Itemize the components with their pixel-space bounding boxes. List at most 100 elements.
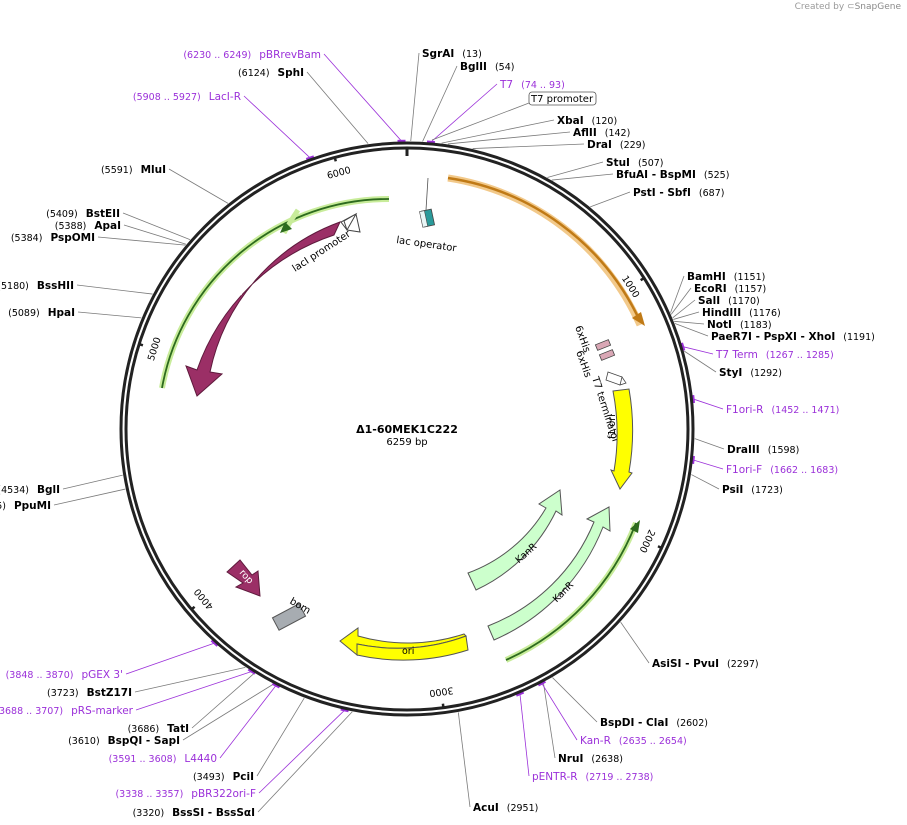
restriction-site[interactable]: BfuAI - BspMI(525) [616,169,729,181]
restriction-site[interactable]: SphI(6124) [238,67,304,79]
primer-site[interactable]: F1ori-R(1452 .. 1471) [726,404,839,416]
primer-name: F1ori-F [726,464,762,476]
enzyme-name: PsiI [722,484,743,496]
primer-range: (3591 .. 3608) [109,754,177,765]
restriction-site[interactable]: BssHII(5180) [0,280,74,292]
primer-site[interactable]: L4440(3591 .. 3608) [109,753,217,765]
enzyme-position: (4534) [0,485,29,496]
restriction-site[interactable]: XbaI(120) [557,115,617,127]
feature-insert-arrow[interactable] [447,176,640,318]
restriction-site[interactable]: TatI(3686) [128,723,189,735]
primer-range: (3848 .. 3870) [6,670,74,681]
restriction-site[interactable]: BspQI - SapI (3610) [68,735,180,747]
enzyme-name: PciI [233,771,254,783]
feature-kanr-arrow-1[interactable] [467,489,563,591]
primer-mark [210,639,219,647]
restriction-site[interactable]: BspDI - ClaI(2602) [600,717,708,729]
enzyme-name: BspQI - SapI [108,735,180,747]
restriction-site[interactable]: NotI(1183) [707,319,772,331]
primer-site[interactable]: LacI-R(5908 .. 5927) [133,91,241,103]
primer-name: Kan-R [580,735,611,747]
primer-site[interactable]: pGEX 3'(3848 .. 3870) [6,669,123,681]
primer-site[interactable]: pBRrevBam(6230 .. 6249) [183,49,321,61]
restriction-site[interactable]: BamHI(1151) [687,271,765,283]
primer-site[interactable]: Kan-R(2635 .. 2654) [580,735,687,747]
tick-mark-4000 [189,605,196,611]
primer-site[interactable]: T7(74 .. 93) [499,79,565,91]
restriction-site[interactable]: BstEII(5409) [46,208,120,220]
enzyme-position: (1191) [843,332,875,343]
leader-line [682,346,714,355]
enzyme-name: BssSI - BssSαI [172,807,255,819]
enzyme-name: AflII [573,127,597,139]
feature-kanr-outer-line [505,522,637,661]
feature-bom-box[interactable] [271,603,307,631]
enzyme-position: (3610) [68,736,100,747]
restriction-site[interactable]: MluI(5591) [101,164,166,176]
feature-laci-arrow[interactable] [185,221,341,397]
primer-range: (1267 .. 1285) [766,350,834,361]
leader-line [257,711,353,813]
primer-mark [537,680,546,687]
primer-site[interactable]: pBR322ori-F(3338 .. 3357) [115,788,256,800]
feature-rop-arrow[interactable] [226,559,261,597]
primer-range: (5908 .. 5927) [133,92,201,103]
enzyme-position: (5388) [55,221,87,232]
primer-site[interactable]: T7 Term(1267 .. 1285) [715,349,834,361]
restriction-site[interactable]: DraI(229) [587,139,645,151]
enzyme-name: DraI [587,139,612,151]
restriction-site[interactable]: HindIII(1176) [702,307,781,319]
restriction-site[interactable]: StuI(507) [606,157,664,169]
restriction-site[interactable]: BstZ17I(3723) [47,687,132,699]
primer-range: (2719 .. 2738) [586,772,654,783]
enzyme-name: SalI [698,295,720,307]
restriction-site[interactable]: DraIII (1598) [727,444,799,456]
leader-line [258,709,345,794]
restriction-site[interactable]: PciI(3493) [193,771,254,783]
primer-site[interactable]: pRS-marker(3688 .. 3707) [0,705,134,717]
enzyme-name: BglII [460,61,487,73]
restriction-site[interactable]: NruI(2638) [558,753,623,765]
restriction-site[interactable]: PstI - SbfI(687) [633,187,724,199]
restriction-site[interactable]: PaeR7I - PspXI - XhoI(1191) [711,331,875,343]
enzyme-position: (1723) [751,485,783,496]
restriction-site[interactable]: ApaI(5388) [55,220,121,232]
primer-site[interactable]: F1ori-F(1662 .. 1683) [726,464,838,476]
feature-6xhis-tag-1[interactable] [594,339,612,351]
restriction-site[interactable]: PsiI (1723) [722,484,783,496]
enzyme-name: AcuI [473,802,499,814]
leader-line [674,323,709,337]
t7-promoter-box[interactable] [528,91,597,106]
enzyme-position: (6124) [238,68,270,79]
restriction-site[interactable]: SgrAI(13) [422,48,482,60]
restriction-site[interactable]: AflII(142) [573,127,630,139]
enzyme-position: (1598) [768,445,800,456]
feature-laci-promoter-arrow[interactable] [340,212,361,233]
restriction-site[interactable]: AsiSI - PvuI(2297) [652,658,759,670]
enzyme-position: (5180) [0,281,29,292]
leader-line [541,683,578,741]
restriction-site[interactable]: PpuMI(4485) [0,500,51,512]
feature-f1-ori-arrow[interactable] [610,388,634,490]
restriction-site[interactable]: BglII(54) [460,61,514,73]
restriction-site[interactable]: BglI(4534) [0,484,60,496]
feature-t7-promoter-region[interactable] [447,174,644,327]
feature-kanr-arrow-2[interactable] [487,506,611,641]
enzyme-name: DraIII [727,444,760,456]
restriction-site[interactable]: PspOMI(5384) [11,232,95,244]
primer-range: (6230 .. 6249) [183,50,251,61]
enzyme-name: NotI [707,319,732,331]
leader-line [168,168,229,204]
primer-site[interactable]: pENTR-R(2719 .. 2738) [532,771,653,783]
restriction-site[interactable]: HpaI(5089) [8,307,75,319]
leader-line [323,53,402,142]
feature-t7-terminator[interactable] [605,371,627,386]
restriction-site[interactable]: AcuI(2951) [473,802,538,814]
restriction-site[interactable]: StyI(1292) [719,367,782,379]
restriction-site[interactable]: BssSI - BssSαI(3320) [133,807,255,819]
feature-6xhis-tag-2[interactable] [598,349,616,361]
restriction-site[interactable]: SalI(1170) [698,295,760,307]
leader-line [693,459,724,470]
ori-arrow-body [356,635,469,661]
restriction-site[interactable]: EcoRI(1157) [694,283,766,295]
